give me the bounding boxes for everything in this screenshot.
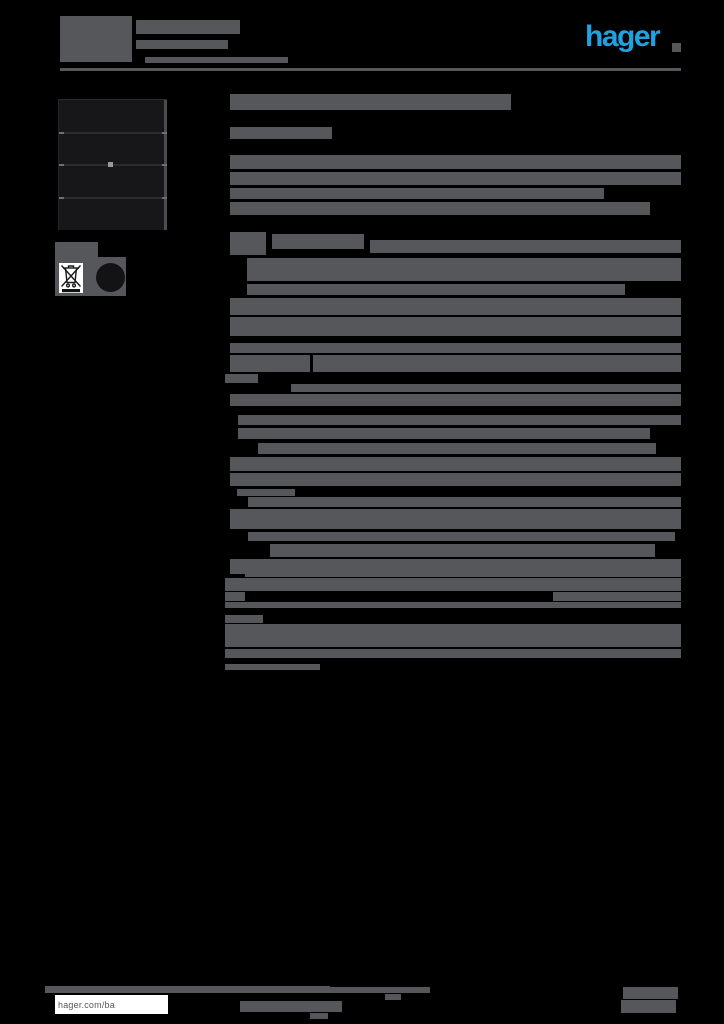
- redacted-text-line: [230, 355, 310, 372]
- redacted-text-line: [248, 532, 675, 541]
- redacted-text-line: [230, 155, 681, 169]
- redacted-text-line: [238, 415, 681, 425]
- redacted-text-line: [225, 615, 263, 623]
- redacted-text-line: [230, 394, 681, 406]
- redacted-text-line: [672, 43, 681, 52]
- device-tick: [162, 164, 167, 166]
- redacted-text-line: [621, 1000, 676, 1013]
- redacted-text-line: [45, 986, 330, 993]
- device-tick: [59, 132, 64, 134]
- redacted-text-line: [248, 497, 681, 507]
- redacted-text-line: [230, 317, 681, 336]
- redacted-text-line: [247, 258, 681, 281]
- redacted-text-line: [270, 544, 655, 557]
- redacted-text-line: [225, 624, 681, 647]
- redacted-text-line: [553, 592, 681, 601]
- redacted-text-line: [230, 188, 604, 199]
- redacted-text-line: [225, 664, 320, 670]
- device-divider: [59, 197, 167, 199]
- redacted-text-line: [230, 343, 681, 353]
- redacted-text-line: [230, 202, 650, 215]
- weee-crossed-out-wheelie-bin-icon: [59, 263, 83, 293]
- redacted-text-line: [291, 384, 681, 392]
- product-photo: [58, 99, 167, 230]
- redacted-text-line: [247, 284, 625, 295]
- redacted-text-line: [230, 298, 681, 315]
- redacted-text-line: [272, 234, 364, 249]
- device-tick: [162, 197, 167, 199]
- redacted-text-line: [385, 994, 401, 1000]
- device-divider: [59, 164, 167, 166]
- footer-url-link[interactable]: hager.com/ba: [58, 999, 115, 1010]
- device-tick: [59, 197, 64, 199]
- redacted-text-line: [313, 355, 681, 372]
- redacted-text-line: [258, 443, 656, 454]
- redacted-text-line: [136, 20, 240, 34]
- redacted-text-line: [230, 94, 511, 110]
- dark-circle-certification-mark-icon: [96, 263, 125, 292]
- redacted-text-line: [225, 578, 681, 591]
- redacted-text-line: [310, 1013, 328, 1019]
- device-led-dot: [108, 162, 113, 167]
- redacted-text-line: [230, 127, 332, 139]
- redacted-text-line: [60, 16, 132, 62]
- redacted-text-line: [225, 649, 681, 658]
- redacted-text-line: [230, 559, 681, 574]
- header-rule: [60, 68, 681, 71]
- redacted-text-line: [225, 602, 681, 608]
- redacted-text-line: [237, 489, 295, 496]
- redacted-text-line: [240, 1001, 342, 1012]
- redacted-text-line: [230, 232, 266, 255]
- hager-logo: hager: [585, 20, 661, 53]
- device-tick: [162, 132, 167, 134]
- redacted-text-line: [230, 509, 681, 529]
- redacted-text-line: [136, 40, 228, 49]
- footer-url-box[interactable]: hager.com/ba: [55, 995, 168, 1014]
- redacted-text-line: [230, 457, 681, 471]
- device-tick: [59, 164, 64, 166]
- redacted-text-line: [245, 571, 681, 577]
- redacted-text-line: [230, 473, 681, 486]
- redacted-text-line: [370, 240, 681, 253]
- redacted-text-line: [305, 987, 430, 993]
- redacted-text-line: [238, 428, 650, 439]
- device-divider: [59, 132, 167, 134]
- redacted-text-line: [145, 57, 288, 63]
- redacted-text-line: [225, 374, 258, 383]
- redacted-text-line: [623, 987, 678, 999]
- redacted-text-line: [225, 592, 245, 601]
- redacted-text-line: [230, 172, 681, 185]
